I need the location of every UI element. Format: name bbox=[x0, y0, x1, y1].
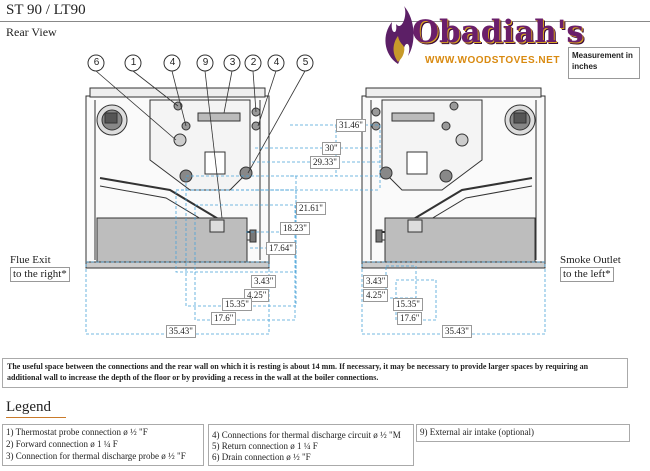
left-stove bbox=[85, 87, 270, 269]
right-stove bbox=[361, 87, 546, 269]
dim-15-35-right: 15.35" bbox=[393, 298, 423, 311]
flame-logo-icon bbox=[385, 6, 414, 64]
dim-17-6-right: 17.6" bbox=[397, 312, 423, 325]
title-divider bbox=[0, 21, 650, 22]
callout-6-text: 6 bbox=[92, 57, 101, 69]
dim-30: 30" bbox=[322, 142, 341, 155]
rear-view-diagram: 6 1 4 9 3 2 4 5 bbox=[85, 54, 546, 335]
callout-5-text: 5 bbox=[301, 57, 310, 69]
legend-box-3 bbox=[416, 424, 630, 442]
legend-item-5: 5) Return connection ø 1 ¼ F bbox=[212, 441, 318, 451]
dim-29-33: 29.33" bbox=[310, 156, 340, 169]
callout-9-text: 9 bbox=[201, 57, 210, 69]
callout-4b-text: 4 bbox=[272, 57, 281, 69]
smoke-outlet-line1: Smoke Outlet bbox=[560, 254, 621, 266]
dim-31-46: 31.46" bbox=[336, 119, 366, 132]
dim-3-43-right: 3.43" bbox=[363, 275, 389, 288]
legend-box-1 bbox=[2, 424, 204, 466]
brand-logo: Obadiah's bbox=[412, 14, 584, 50]
legend-item-9: 9) External air intake (optional) bbox=[420, 427, 534, 437]
callout-4a-text: 4 bbox=[168, 57, 177, 69]
legend-item-4: 4) Connections for thermal discharge cir… bbox=[212, 430, 401, 440]
dim-17-64: 17.64" bbox=[266, 242, 296, 255]
legend-title: Legend bbox=[6, 399, 51, 415]
dim-18-23: 18.23" bbox=[280, 222, 310, 235]
dim-35-43-left: 35.43" bbox=[166, 325, 196, 338]
legend-underline bbox=[6, 417, 66, 418]
smoke-outlet-label: Smoke Outlet to the left* bbox=[560, 254, 621, 282]
page-title: ST 90 / LT90 bbox=[6, 2, 86, 18]
brand-url: WWW.WOODSTOVES.NET bbox=[425, 55, 560, 66]
callout-leaders bbox=[95, 70, 306, 219]
smoke-outlet-line2: to the left* bbox=[560, 267, 614, 282]
flue-exit-line2: to the right* bbox=[10, 267, 70, 282]
legend-item-6: 6) Drain connection ø ½ "F bbox=[212, 452, 311, 462]
installation-note: The useful space between the connections… bbox=[2, 358, 628, 388]
legend-box-2 bbox=[208, 424, 414, 466]
legend-item-2: 2) Forward connection ø 1 ¼ F bbox=[6, 439, 118, 449]
callout-2-text: 2 bbox=[249, 57, 258, 69]
view-subtitle: Rear View bbox=[6, 25, 57, 39]
dim-3-43-left: 3.43" bbox=[251, 275, 277, 288]
flue-exit-label: Flue Exit to the right* bbox=[10, 254, 70, 282]
dim-15-35-left: 15.35" bbox=[222, 298, 252, 311]
dim-17-6-left: 17.6" bbox=[211, 312, 237, 325]
dim-4-25-right: 4.25" bbox=[363, 289, 389, 302]
measurement-unit-note: Measurement in inches bbox=[568, 47, 640, 79]
legend-item-1: 1) Thermostat probe connection ø ½ "F bbox=[6, 427, 148, 437]
dim-35-43-right: 35.43" bbox=[442, 325, 472, 338]
callout-1-text: 1 bbox=[129, 57, 138, 69]
callout-3-text: 3 bbox=[228, 57, 237, 69]
legend-item-3: 3) Connection for thermal discharge prob… bbox=[6, 451, 186, 461]
dim-21-61: 21.61" bbox=[296, 202, 326, 215]
flue-exit-line1: Flue Exit bbox=[10, 254, 51, 266]
